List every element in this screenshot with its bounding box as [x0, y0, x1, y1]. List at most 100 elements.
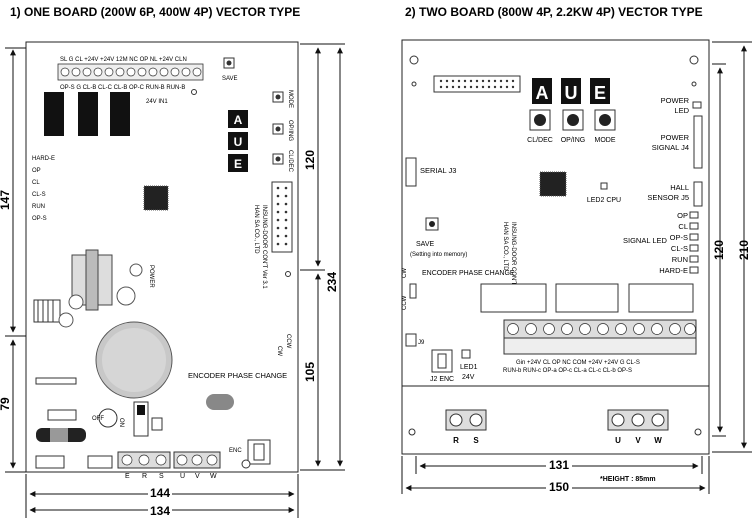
board-1-cpu [143, 185, 169, 211]
board-2-led1-volt: 24V [462, 374, 475, 381]
board-1-led-2: OP [32, 168, 41, 174]
board-1-save-label: SAVE [222, 76, 238, 82]
board-2-serial-label: SERIAL J3 [420, 166, 456, 175]
title-right: 2) TWO BOARD (800W 4P, 2.2KW 4P) VECTOR … [405, 5, 703, 19]
board-1-top-pins: SL G CL +24V +24V 12M NC OP NL +24V CLN [60, 57, 187, 63]
board-2-term-r: R [453, 436, 459, 445]
board-1-oping-label: OP/ING [287, 120, 293, 141]
board-1-led-5: RUN [32, 204, 45, 210]
board-1-top-connector: SL G CL +24V +24V 12M NC OP NL +24V CLN … [57, 57, 204, 91]
board-2-uvw-terminal: U V W [607, 409, 669, 445]
board-1-bottom-terminals: E R S U V W [117, 451, 221, 480]
board-2-signal-led-label: SIGNAL LED [623, 236, 667, 245]
board-2-display: A U E [532, 78, 610, 104]
board-1-relay-1 [44, 92, 64, 136]
board-2-encoder-label: ENCODER PHASE CHANGE [422, 270, 515, 277]
board-2-save-label: SAVE [416, 241, 434, 248]
board-2-outline [401, 39, 710, 455]
board-1-display-3: E [234, 157, 242, 171]
board-2-signal-leds: OP CL OP-S CL-S RUN HARD-E [659, 211, 699, 275]
board-2-term-labels-2: RUN-b RUN-c OP-a OP-c CL-a CL-c CL-b OP-… [503, 368, 632, 374]
board-1-mode-label: MODE [287, 90, 293, 108]
board-1-maker: HAN SA CO., LTD [253, 205, 259, 254]
board-2-cpu [539, 171, 567, 197]
board-1-display-1: A [234, 113, 243, 127]
board-2-power-led-1: POWER [661, 96, 690, 105]
board-1-display: A U E [228, 110, 248, 172]
board-1-dip-switch [98, 408, 118, 428]
board-1-term-e: E [125, 473, 130, 480]
board-2-term-w: W [654, 436, 662, 445]
board-2-dim-150: 150 [549, 480, 569, 494]
board-2: A U E CL/DEC OP/ING MODE POWER LED POWER… [401, 39, 710, 455]
board-2-display-1: A [536, 83, 549, 103]
board-1-cw: CW [276, 346, 282, 356]
board-1-header [271, 181, 293, 253]
board-2-relay-1 [480, 283, 547, 313]
board-2-hall-1: HALL [670, 183, 689, 192]
board-1-term-s: S [159, 473, 164, 480]
board-1-encoder-switch [206, 394, 234, 410]
title-left: 1) ONE BOARD (200W 6P, 400W 4P) VECTOR T… [10, 5, 300, 19]
board-2-cw: CW [402, 268, 408, 278]
board-1-voltage: 24V IN1 [146, 99, 168, 105]
board-2-maker: HAN SA CO., LTD [502, 222, 508, 271]
board-2-led-cl: CL [678, 222, 688, 231]
board-2-button-cldec: CL/DEC [527, 137, 553, 144]
board-2-j2-label: J2 ENC [430, 376, 454, 383]
board-1-led-3: CL [32, 180, 40, 186]
board-1-power-label: POWER [148, 265, 154, 288]
board-2-power-signal-2: SIGNAL J4 [652, 143, 689, 152]
board-2-save-sub: (Setting into memory) [410, 252, 467, 258]
board-2-model: INSUNG-DOOR CON'T Ver 3.1 [510, 222, 516, 306]
board-2-term-v: V [635, 436, 641, 445]
board-2-ccw: CCW [402, 295, 408, 310]
board-1-dim-147: 147 [0, 190, 12, 210]
board-1-led-4: CL-S [32, 192, 46, 198]
board-1-dim-79: 79 [0, 397, 12, 411]
board-2-buttons: CL/DEC OP/ING MODE [527, 109, 616, 144]
board-2-dim-120: 120 [712, 240, 726, 260]
board-1-heatsink [33, 299, 61, 323]
board-1-dim-144: 144 [150, 486, 170, 500]
board-2-power-led-2: LED [674, 106, 689, 115]
board-1-left-leds: HARD-E OP CL CL-S RUN OP-S [32, 156, 55, 222]
board-1-term-w: W [210, 473, 217, 480]
board-2-j9 [405, 333, 417, 347]
board-1-encoder-label: ENCODER PHASE CHANGE [188, 371, 287, 380]
board-1-dim-105: 105 [303, 362, 317, 382]
board-1: SL G CL +24V +24V 12M NC OP NL +24V CLN … [25, 41, 299, 480]
board-2-dim-210: 210 [737, 240, 751, 260]
board-1-led-6: OP-S [32, 216, 47, 222]
board-1-led-1: HARD-E [32, 156, 55, 162]
board-2-led1-label: LED1 [460, 364, 478, 371]
board-2-term-labels-1: Gin +24V CL OP NC COM +24V +24V G CL-S [516, 360, 640, 366]
board-2-term-u: U [615, 436, 621, 445]
board-1-dim-120: 120 [303, 150, 317, 170]
board-1-side-buttons: MODE OP/ING CL/DEC [272, 90, 293, 173]
board-1-dim-134: 134 [150, 504, 170, 518]
board-1-cldec-label: CL/DEC [287, 150, 293, 173]
board-2-power-signal-connector [693, 115, 703, 169]
board-1-term-u: U [180, 473, 185, 480]
board-2-led-harde: HARD-E [659, 266, 688, 275]
board-1-model: INSUNG-DOOR CON'T Ver 3.1 [261, 205, 267, 289]
board-2-terminal-block: Gin +24V CL OP NC COM +24V +24V G CL-S R… [503, 319, 697, 374]
board-2-button-mode: MODE [595, 137, 616, 144]
board-1-ccw: CCW [285, 334, 291, 349]
board-2-rs-terminal: R S [445, 409, 487, 445]
board-1-top-pins-2: OP-S G CL-B CL-C CL-B OP-C RUN-B RUN-B [60, 85, 185, 91]
board-2-power-signal-1: POWER [661, 133, 690, 142]
board-1-relay-2 [78, 92, 98, 136]
board-1-relay-3 [110, 92, 130, 136]
board-2-led-run: RUN [672, 255, 688, 264]
board-2-display-2: U [565, 83, 578, 103]
board-2-display-3: E [594, 83, 606, 103]
board-1-display-2: U [234, 135, 243, 149]
board-2-term-s: S [473, 436, 479, 445]
board-2-led-ops: OP-S [670, 233, 688, 242]
board-2-button-oping: OP/ING [561, 137, 586, 144]
board-2-j9-label: J9 [418, 340, 425, 346]
board-2-hall-2: SENSOR J5 [647, 193, 689, 202]
